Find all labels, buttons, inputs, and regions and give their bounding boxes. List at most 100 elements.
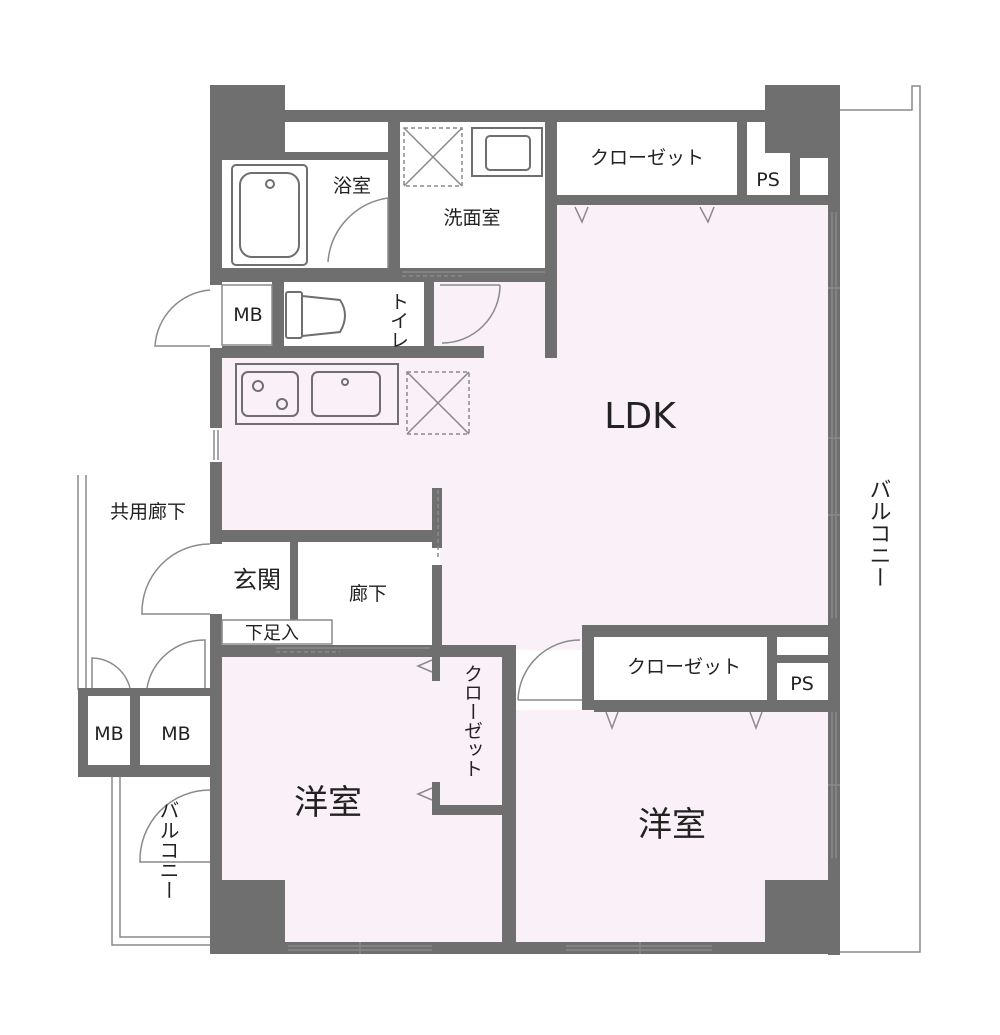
door-mb-top bbox=[154, 289, 211, 347]
door-east-room bbox=[517, 639, 582, 701]
wall-toilet-ldk bbox=[424, 282, 434, 350]
balcony-right-label: バルコニー bbox=[866, 478, 891, 588]
window-west-bottom bbox=[288, 942, 432, 954]
closet-mid-hinges bbox=[605, 711, 763, 731]
refrigerator-space bbox=[406, 371, 470, 435]
wall-closet-vertical-bottom bbox=[432, 805, 504, 815]
wall-mb-toilet bbox=[272, 282, 284, 350]
door-mb-lower-right bbox=[146, 639, 206, 689]
pillar-top-right bbox=[765, 85, 840, 153]
pillar-top-left bbox=[210, 85, 285, 153]
closet-top-label: クローゼット bbox=[590, 147, 704, 169]
wall-closet-ps-mid bbox=[767, 637, 777, 703]
balcony-right-outline bbox=[840, 85, 921, 953]
wall-left-entrance bbox=[210, 614, 222, 954]
wall-closet-ps bbox=[737, 122, 747, 204]
bathroom-label: 浴室 bbox=[333, 175, 371, 197]
window-east-bottom bbox=[566, 942, 712, 954]
washbasin-bowl bbox=[485, 135, 531, 171]
wall-right bbox=[828, 110, 840, 955]
wall-toilet-bottom bbox=[222, 346, 484, 358]
wall-ps-bottom bbox=[747, 195, 830, 205]
closet-middle-label: クローゼット bbox=[627, 656, 741, 678]
kitchen-counter bbox=[235, 363, 399, 425]
toilet-floor bbox=[430, 282, 548, 348]
wall-closet-vertical-left2 bbox=[432, 782, 440, 812]
room-floors bbox=[220, 205, 830, 942]
wall-left-mid bbox=[210, 348, 222, 428]
window-kitchen-left bbox=[213, 430, 219, 460]
bathtub-inner bbox=[239, 172, 300, 258]
wall-top bbox=[210, 110, 840, 122]
balcony-outlines bbox=[77, 85, 921, 953]
burner-2 bbox=[276, 398, 288, 410]
door-bath bbox=[327, 197, 389, 268]
wall-closet-vertical bbox=[502, 645, 516, 945]
wall-ps-mid-top bbox=[777, 655, 830, 663]
entrance-label: 玄関 bbox=[233, 566, 281, 594]
door-balcony-left bbox=[139, 789, 211, 863]
wall-left-low bbox=[210, 462, 222, 544]
shoe-storage-box bbox=[221, 619, 333, 645]
burner-1 bbox=[252, 380, 264, 392]
wall-ps-top-div2 bbox=[800, 150, 830, 158]
hallway-label: 廊下 bbox=[349, 583, 387, 605]
bathtub-drain bbox=[265, 179, 275, 189]
balcony-left-label: バルコニー bbox=[156, 800, 180, 900]
pillars bbox=[210, 85, 840, 954]
closet-top-hinges bbox=[574, 206, 715, 224]
bathtub bbox=[231, 164, 308, 266]
window-ldk-right bbox=[831, 212, 837, 618]
wall-mb-lower-bottom bbox=[78, 765, 222, 777]
wall-mb-lower-mid bbox=[130, 688, 140, 777]
ldk-floor bbox=[220, 205, 830, 650]
door-entrance bbox=[141, 543, 211, 615]
shoe-storage-label: 下足入 bbox=[245, 623, 299, 644]
wall-kitchen-entrance bbox=[222, 530, 442, 542]
washing-machine-x bbox=[403, 127, 463, 187]
window-ldk-ticks bbox=[828, 287, 840, 516]
shared-corridor-line bbox=[77, 475, 87, 690]
doors bbox=[91, 197, 763, 863]
pillar-bottom-left bbox=[210, 880, 285, 954]
toilet-tank bbox=[285, 291, 303, 339]
wall-mb-lower-left bbox=[78, 688, 88, 777]
wall-left-upper bbox=[210, 110, 222, 285]
western-room-right-label: 洋室 bbox=[638, 805, 706, 845]
washroom-label: 洗面室 bbox=[443, 207, 500, 229]
wall-bath-top bbox=[222, 152, 390, 160]
wall-closet-vertical-left bbox=[432, 655, 440, 681]
wall-bath-washroom bbox=[388, 122, 400, 280]
wall-mb-lower-top bbox=[78, 688, 222, 696]
toilet-bowl bbox=[301, 295, 346, 337]
closet-vertical-label: クローゼット bbox=[461, 664, 483, 778]
wall-east-room-divider bbox=[582, 625, 594, 710]
wall-hall-right bbox=[432, 565, 442, 655]
wall-closet-mid-bottom bbox=[594, 700, 830, 712]
walls bbox=[78, 110, 840, 955]
labels: LDK 洋室 洋室 浴室 洗面室 トイレ クローゼット クローゼット クローゼッ… bbox=[94, 147, 890, 900]
washing-machine-pan bbox=[403, 127, 463, 187]
mb-top-label: MB bbox=[233, 304, 262, 326]
mb-top-box bbox=[221, 284, 273, 346]
western-room-left-label: 洋室 bbox=[294, 783, 362, 823]
wall-washroom-ldk bbox=[545, 122, 557, 358]
wall-closet-top-bottom bbox=[557, 195, 747, 205]
door-toilet bbox=[440, 284, 501, 344]
washbasin bbox=[471, 127, 543, 177]
closet-vertical-hinges bbox=[416, 659, 433, 801]
ps-middle-label: PS bbox=[790, 673, 814, 695]
shared-corridor-label: 共用廊下 bbox=[110, 501, 186, 523]
ldk-label: LDK bbox=[604, 396, 677, 437]
fixtures bbox=[221, 127, 543, 645]
wall-bottom bbox=[210, 942, 840, 954]
wall-entrance-hall bbox=[290, 542, 298, 620]
wall-west-room-top bbox=[222, 645, 514, 657]
door-mb-lower-left bbox=[91, 657, 131, 689]
sink-drain bbox=[341, 378, 349, 386]
windows bbox=[213, 212, 840, 954]
pillar-bottom-right bbox=[765, 880, 840, 954]
toilet-label: トイレ bbox=[387, 292, 409, 349]
balcony-left-outline bbox=[111, 775, 210, 946]
